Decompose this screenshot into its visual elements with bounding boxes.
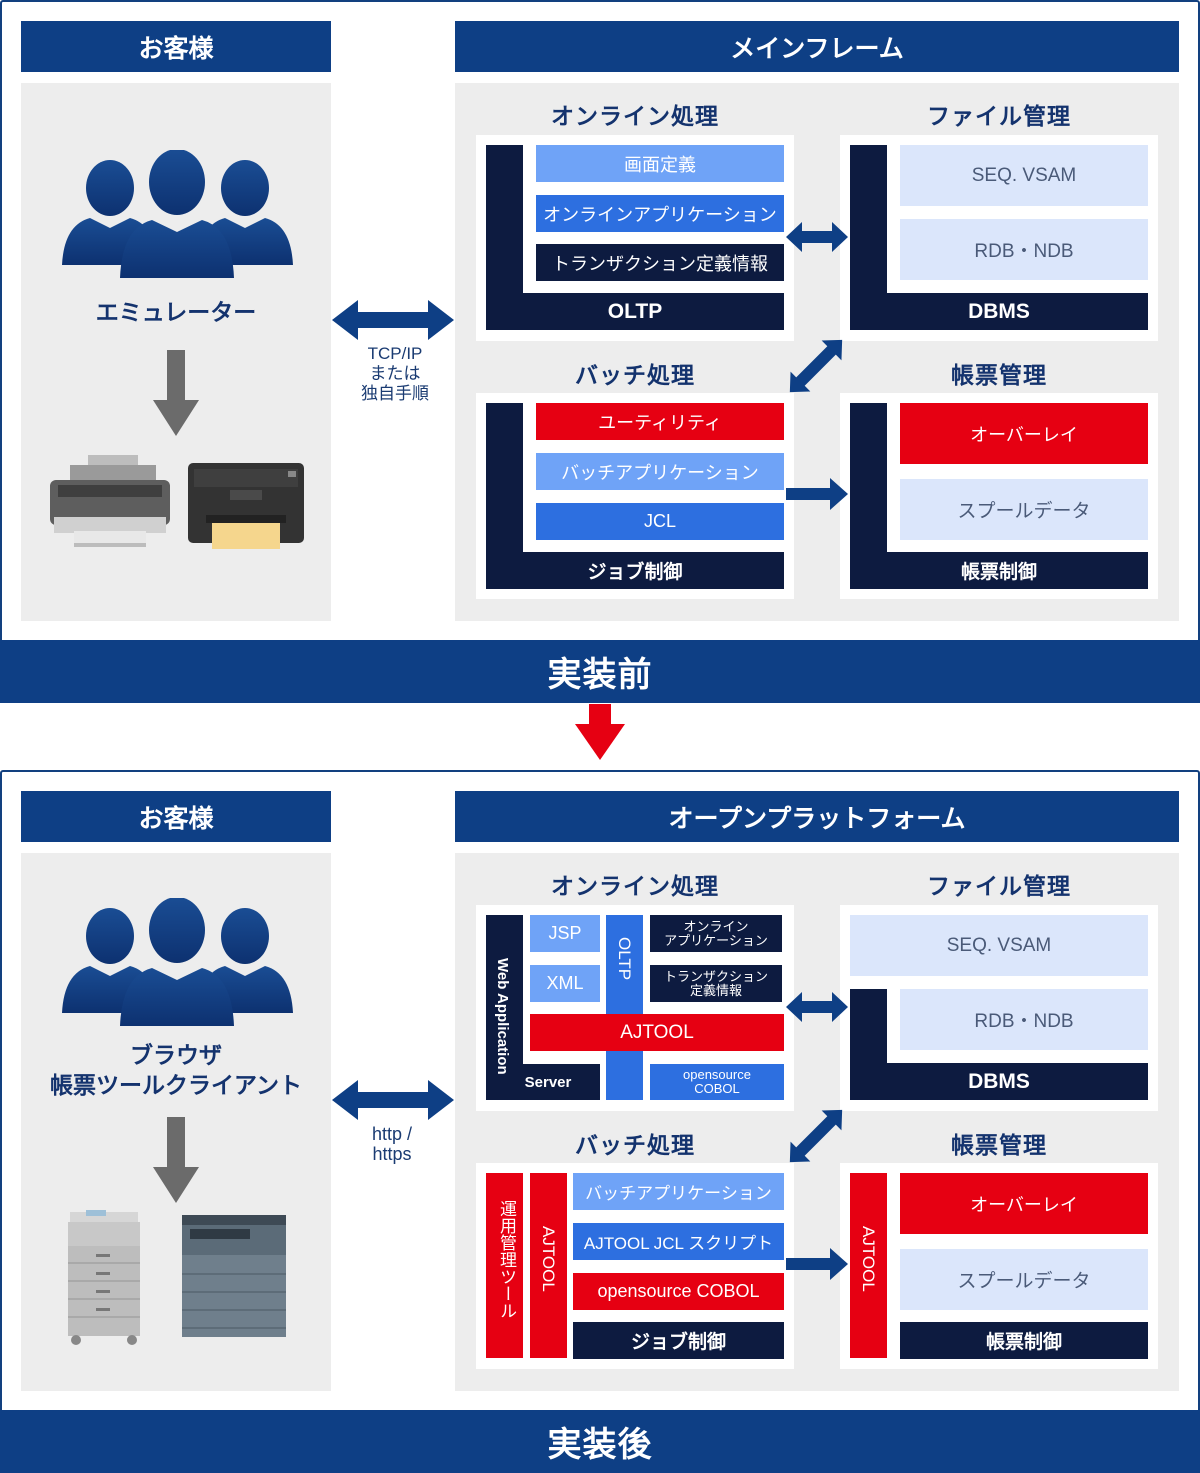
diagonal-double-arrow-icon — [789, 339, 843, 393]
connector-line: http / — [371, 1124, 413, 1144]
after-customer-label: ブラウザ 帳票ツールクライアント — [21, 1040, 331, 1100]
connector-line: TCP/IP — [367, 344, 423, 363]
forms-control-after: 帳票制御 — [900, 1322, 1148, 1359]
batch-application: バッチアプリケーション — [536, 453, 784, 490]
online-app-line: オンライン — [683, 918, 749, 934]
connector-line: https — [372, 1144, 412, 1164]
down-arrow-icon — [153, 350, 199, 436]
after-footer: 実装後 — [0, 1410, 1200, 1473]
connector-line: 独自手順 — [361, 384, 429, 403]
dbms-base: DBMS — [850, 293, 1148, 330]
double-arrow-icon — [786, 222, 848, 252]
forms-control-base: 帳票制御 — [850, 552, 1148, 589]
ops-tool-label: 運用管理ツール — [497, 1200, 516, 1319]
xml: XML — [530, 965, 600, 1002]
batch-application-after: バッチアプリケーション — [573, 1173, 784, 1210]
right-arrow-icon — [786, 478, 848, 510]
rdb-ndb: RDB・NDB — [900, 219, 1148, 280]
cobol-line: opensource — [683, 1067, 751, 1082]
ajtool-jcl-script: AJTOOL JCL スクリプト — [573, 1223, 784, 1260]
ajtool-forms-label: AJTOOL — [859, 1226, 878, 1292]
multifunction-printer-icon — [68, 1210, 140, 1345]
before-connector-label: TCP/IP または 独自手順 — [340, 344, 450, 404]
after-platform-header: オープンプラットフォーム — [455, 791, 1179, 842]
after-forms-title: 帳票管理 — [951, 1132, 1047, 1158]
after-file-title: ファイル管理 — [927, 873, 1071, 899]
opensource-cobol-online: opensource COBOL — [650, 1064, 784, 1100]
online-app-line: アプリケーション — [664, 932, 768, 948]
double-arrow-icon — [332, 1080, 454, 1120]
diagonal-double-arrow-icon — [789, 1109, 843, 1163]
jsp: JSP — [530, 915, 600, 952]
users-icon — [62, 150, 293, 278]
before-platform-header: メインフレーム — [455, 21, 1179, 72]
before-customer-header: お客様 — [21, 21, 331, 72]
seq-vsam: SEQ. VSAM — [900, 145, 1148, 206]
after-customer-header: お客様 — [21, 791, 331, 842]
after-online-title: オンライン処理 — [551, 873, 719, 899]
server-label: Server — [524, 1073, 572, 1091]
before-batch-title: バッチ処理 — [575, 362, 695, 388]
jcl: JCL — [536, 503, 784, 540]
oltp-column — [606, 915, 643, 1100]
before-customer-label: エミュレーター — [95, 299, 257, 325]
ajtool-batch-column — [530, 1173, 567, 1358]
double-arrow-icon — [332, 300, 454, 340]
right-arrow-icon — [786, 1248, 848, 1280]
connector-line: または — [369, 364, 421, 383]
transaction-def-after: トランザクション 定義情報 — [650, 965, 782, 1002]
online-app-after: オンライン アプリケーション — [650, 915, 782, 952]
cobol-line: COBOL — [694, 1081, 740, 1096]
opensource-cobol-batch: opensource COBOL — [573, 1273, 784, 1310]
ajtool-batch-label: AJTOOL — [539, 1226, 558, 1292]
job-control-after: ジョブ制御 — [573, 1322, 784, 1359]
tx-line: 定義情報 — [689, 982, 742, 998]
before-file-title: ファイル管理 — [927, 103, 1071, 129]
ops-tool — [486, 1173, 523, 1358]
users-icon — [62, 898, 293, 1026]
before-footer: 実装前 — [0, 640, 1200, 703]
laser-printer-icon — [188, 463, 304, 549]
ajtool-online: AJTOOL — [530, 1014, 784, 1051]
oltp-base: OLTP — [486, 293, 784, 330]
seq-vsam-after: SEQ. VSAM — [850, 915, 1148, 976]
overlay-after: オーバーレイ — [900, 1173, 1148, 1234]
spool-data-after: スプールデータ — [900, 1249, 1148, 1310]
online-application: オンラインアプリケーション — [536, 195, 784, 232]
transition-arrow-icon — [575, 704, 625, 760]
double-arrow-icon — [786, 992, 848, 1022]
ajtool-forms-column — [850, 1173, 887, 1358]
web-application-label: Web Application — [494, 958, 511, 1075]
after-connector-label: http / https — [337, 1124, 447, 1164]
before-online-title: オンライン処理 — [551, 103, 719, 129]
dbms-base-after: DBMS — [850, 1063, 1148, 1100]
printer-icon — [50, 455, 170, 547]
overlay: オーバーレイ — [900, 403, 1148, 464]
screen-definition: 画面定義 — [536, 145, 784, 182]
transaction-definition: トランザクション定義情報 — [536, 244, 784, 281]
web-app-server-base — [486, 1064, 600, 1100]
customer-label-line: 帳票ツールクライアント — [49, 1072, 303, 1098]
tx-line: トランザクション — [663, 968, 768, 984]
customer-label-line: ブラウザ — [130, 1042, 222, 1068]
oltp-label: OLTP — [615, 937, 634, 981]
spool-data: スプールデータ — [900, 479, 1148, 540]
after-batch-title: バッチ処理 — [575, 1132, 695, 1158]
utility: ユーティリティ — [536, 403, 784, 440]
down-arrow-icon — [153, 1117, 199, 1203]
before-forms-title: 帳票管理 — [951, 362, 1047, 388]
job-control-base: ジョブ制御 — [486, 552, 784, 589]
copier-icon — [182, 1215, 286, 1337]
rdb-ndb-after: RDB・NDB — [900, 989, 1148, 1050]
